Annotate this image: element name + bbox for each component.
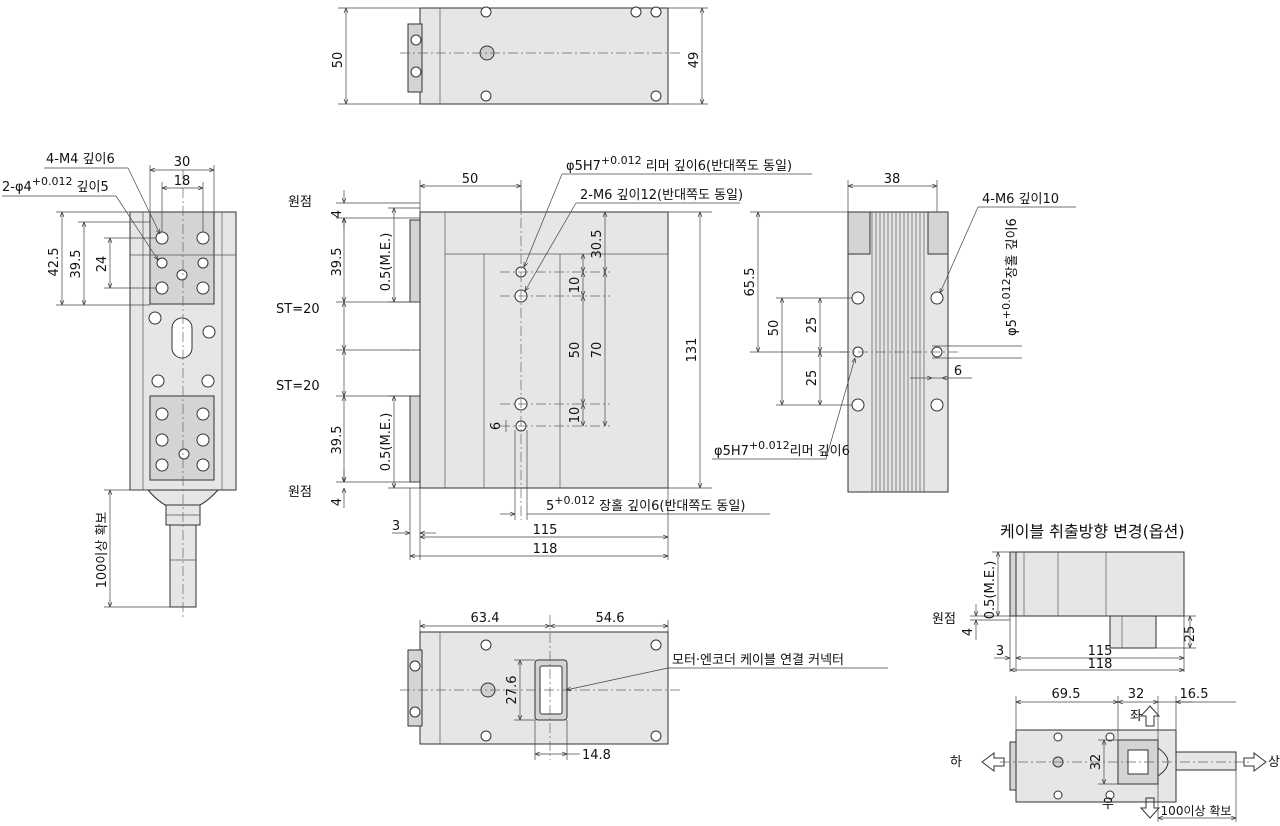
front-st-bottom: ST=20 (276, 379, 320, 394)
option-dim-32-side: 32 (1089, 754, 1104, 771)
left-cable-length: 100이상 확보 (95, 512, 110, 589)
option-dim-25: 25 (1183, 626, 1198, 643)
bottom-connector-label: 모터·엔코더 케이블 연결 커넥터 (672, 653, 844, 668)
option-connector (1109, 615, 1157, 649)
mount-hole (650, 6, 662, 18)
top-view-motor-stub (407, 23, 423, 93)
front-dim-131: 131 (685, 338, 700, 363)
option-dim-69-5: 69.5 (1052, 687, 1081, 702)
left-dim-39-5: 39.5 (69, 250, 84, 279)
bottom-dim-54-6: 54.6 (596, 611, 625, 626)
front-me-top: 0.5(M.E.) (379, 233, 394, 292)
option-dim-4: 4 (961, 628, 976, 636)
front-dim-70: 70 (590, 342, 605, 359)
m4-tap-hole (155, 281, 169, 295)
front-reamer-label: φ5H7+0.012 리머 깊이6(반대쪽도 동일) (566, 154, 792, 174)
option-dim-3: 3 (996, 644, 1004, 659)
m6-hole (851, 398, 865, 412)
top-view-body (419, 7, 669, 105)
front-dim-3: 3 (392, 519, 400, 534)
option-dim-118: 118 (1088, 657, 1113, 672)
front-m6-label: 2-M6 깊이12(반대쪽도 동일) (580, 188, 743, 203)
right-dim-25-bottom: 25 (805, 370, 820, 387)
option-dim-115: 115 (1088, 644, 1113, 659)
front-dim-30-5: 30.5 (590, 230, 605, 259)
option-side-body (1015, 551, 1185, 617)
front-me-bottom: 0.5(M.E.) (379, 413, 394, 472)
option-cable-length: 100이상 확보 (1161, 804, 1232, 818)
front-dim-10-top: 10 (568, 277, 583, 294)
front-dim-50: 50 (462, 172, 479, 187)
front-st-top: ST=20 (276, 302, 320, 317)
arrow-right-icon (1243, 752, 1267, 772)
option-origin: 원점 (932, 612, 956, 627)
front-origin-top: 원점 (288, 195, 312, 210)
front-dim-6: 6 (489, 422, 504, 430)
m6-hole (930, 291, 944, 305)
mount-hole (480, 6, 492, 18)
option-title: 케이블 취출방향 변경(옵션) (1000, 522, 1185, 541)
option-me: 0.5(M.E.) (983, 561, 998, 620)
left-dim-24: 24 (95, 256, 110, 273)
bottom-view: 63.4 54.6 모터·엔코더 케이블 연결 커넥터 27.6 14.8 (400, 611, 888, 763)
bottom-dim-14-8: 14.8 (582, 748, 611, 763)
front-dim-39-5-bottom: 39.5 (330, 426, 345, 455)
arrow-down-icon (1139, 797, 1161, 819)
option-dim-16-5: 16.5 (1180, 687, 1209, 702)
front-dim-50-inner: 50 (568, 342, 583, 359)
option-dir-left: 좌 (1130, 709, 1142, 724)
top-dim-49: 49 (687, 52, 702, 69)
left-dim-18: 18 (174, 174, 191, 189)
arrow-up-icon (1139, 705, 1161, 727)
m4-tap-hole (196, 281, 210, 295)
front-dim-39-5-top: 39.5 (330, 248, 345, 277)
m4-tap-hole (196, 231, 210, 245)
right-m6-label: 4-M6 깊이10 (982, 192, 1059, 207)
right-dim-25-top: 25 (805, 317, 820, 334)
pin-hole (156, 257, 168, 269)
option-cable (1175, 751, 1237, 771)
left-dim-42-5: 42.5 (47, 248, 62, 277)
pin-hole (197, 257, 209, 269)
right-dim-50: 50 (767, 320, 782, 337)
arrow-left-icon (981, 752, 1005, 772)
front-dim-4-top: 4 (330, 210, 345, 218)
m6-hole (851, 291, 865, 305)
right-dim-38: 38 (884, 172, 901, 187)
option-dir-up: 상 (1268, 755, 1280, 770)
right-view: 38 4-M6 깊이10 65.5 50 25 25 φ5+0.012장홀 깊이… (712, 172, 1076, 493)
mount-hole (650, 90, 662, 102)
option-dim-32-top: 32 (1128, 687, 1145, 702)
right-reamer-label: φ5H7+0.012리머 깊이6 (714, 439, 850, 459)
front-dim-4-bottom: 4 (330, 498, 345, 506)
left-dim-30: 30 (174, 155, 191, 170)
front-view-body (419, 211, 669, 489)
left-tap-label: 4-M4 깊이6 (46, 152, 115, 167)
top-dim-50: 50 (331, 52, 346, 69)
front-dim-10-bottom: 10 (568, 407, 583, 424)
right-dim-65-5: 65.5 (743, 268, 758, 297)
right-slot-label: φ5+0.012장홀 깊이6 (1000, 218, 1020, 336)
bottom-dim-27-6: 27.6 (505, 676, 520, 705)
m4-tap-hole (155, 231, 169, 245)
option-panel: 케이블 취출방향 변경(옵션) 0.5(M.E.) 원점 4 25 3 115 … (932, 522, 1280, 822)
front-view: 원점 4 39.5 0.5(M.E.) ST=20 ST=20 39.5 0.5… (276, 154, 812, 560)
top-view: 50 49 (331, 6, 708, 105)
option-dir-down: 하 (950, 755, 962, 770)
front-dim-118: 118 (533, 542, 558, 557)
right-dim-6: 6 (954, 364, 962, 379)
front-origin-bottom: 원점 (288, 485, 312, 500)
m6-hole (930, 398, 944, 412)
mount-hole (480, 90, 492, 102)
mount-hole (630, 6, 642, 18)
bottom-dim-63-4: 63.4 (471, 611, 500, 626)
front-slot-label: 5+0.012 장홀 깊이6(반대쪽도 동일) (546, 494, 745, 514)
option-dir-right: 우 (1102, 797, 1114, 812)
front-dim-115: 115 (533, 523, 558, 538)
